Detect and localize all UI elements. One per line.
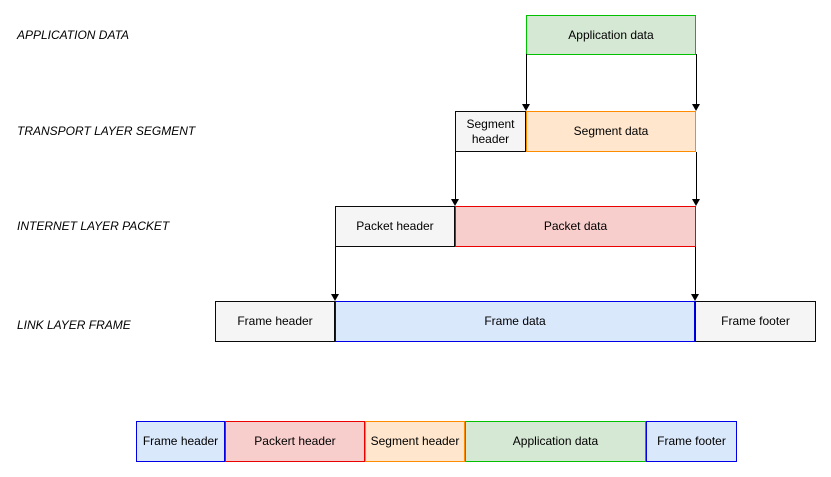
box-frame-footer: Frame footer (695, 301, 816, 342)
arrow-down-segment-left (451, 152, 460, 206)
box-frame-data: Frame data (335, 301, 695, 342)
bar-segment-frame-header: Frame header (136, 421, 225, 462)
arrow-down-app-left (522, 54, 531, 111)
box-segment-data: Segment data (526, 111, 696, 152)
box-frame-header: Frame header (215, 301, 335, 342)
row-label-application-data: APPLICATION DATA (17, 28, 130, 42)
bar-segment-packet-header: Packert header (225, 421, 365, 462)
box-packet-header: Packet header (335, 206, 455, 247)
bar-segment-application-data: Application data (465, 421, 646, 462)
row-label-internet-layer-packet: INTERNET LAYER PACKET (17, 219, 170, 233)
bar-segment-frame-footer: Frame footer (646, 421, 737, 462)
arrow-down-packet-right (691, 247, 700, 301)
bar-segment-segment-header: Segment header (365, 421, 465, 462)
arrow-down-packet-left (331, 247, 340, 301)
box-application-data: Application data (526, 15, 696, 55)
row-label-transport-layer-segment: TRANSPORT LAYER SEGMENT (17, 124, 196, 138)
row-label-link-layer-frame: LINK LAYER FRAME (17, 318, 131, 332)
arrow-down-app-right (692, 54, 701, 111)
box-segment-header: Segment header (455, 111, 526, 152)
box-packet-data: Packet data (455, 206, 696, 247)
arrow-down-segment-right (692, 152, 701, 206)
